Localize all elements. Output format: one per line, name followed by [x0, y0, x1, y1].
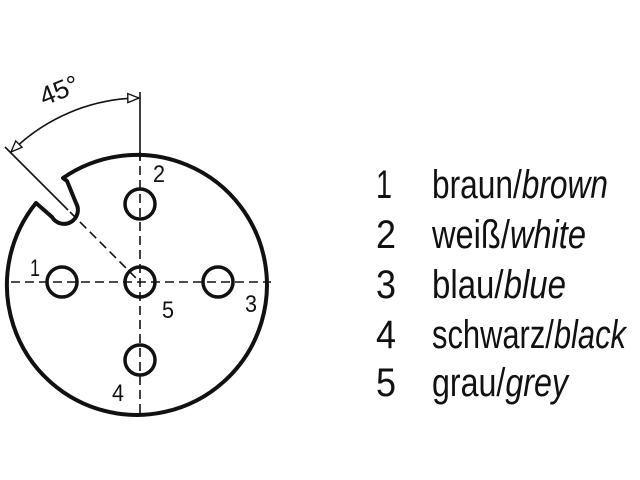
angle-label: 45° — [35, 69, 83, 112]
legend-row: 1 braun/brown — [376, 163, 608, 207]
legend-english: blue — [504, 263, 566, 307]
legend-text: weiß/white — [431, 213, 586, 257]
legend-row: 3 blau/blue — [376, 263, 566, 307]
legend-text: grau/grey — [432, 361, 570, 405]
pin-1 — [45, 265, 79, 299]
legend-row: 2 weiß/white — [376, 213, 586, 257]
legend-german: grau — [432, 361, 496, 405]
legend-pin: 1 — [376, 163, 392, 207]
legend-german: blau — [432, 263, 494, 307]
pin-label-5: 5 — [162, 297, 174, 324]
legend-row: 5 grau/grey — [376, 361, 570, 405]
legend-separator: / — [494, 263, 504, 307]
pin-label-1: 1 — [30, 255, 40, 282]
legend-german: schwarz — [432, 313, 545, 357]
color-legend: 1 braun/brown 2 weiß/white 3 blau/blue 4… — [376, 163, 628, 405]
legend-text: blau/blue — [432, 263, 566, 307]
legend-pin: 2 — [376, 213, 396, 257]
legend-pin: 4 — [376, 313, 396, 357]
pin-label-3: 3 — [245, 291, 257, 318]
keyway-center-line — [69, 211, 141, 283]
pin-label-2: 2 — [153, 161, 165, 188]
legend-text: schwarz/black — [432, 313, 628, 357]
connector-outline — [4, 152, 269, 417]
legend-separator: / — [513, 163, 522, 207]
keyway-leader-line — [4, 146, 69, 211]
legend-pin: 3 — [376, 263, 396, 307]
legend-separator: / — [545, 313, 554, 357]
legend-separator: / — [501, 213, 511, 257]
pin-3 — [201, 265, 235, 299]
legend-row: 4 schwarz/black — [376, 313, 628, 357]
legend-english: black — [554, 313, 628, 357]
legend-english: grey — [505, 361, 570, 405]
legend-text: braun/brown — [432, 163, 608, 207]
legend-pin: 5 — [376, 361, 396, 405]
legend-english: brown — [522, 163, 608, 207]
legend-separator: / — [496, 361, 506, 405]
pin-4 — [123, 343, 157, 377]
legend-english: white — [510, 213, 586, 257]
legend-german: weiß — [431, 213, 501, 257]
pin-label-4: 4 — [112, 380, 124, 407]
pin-5 — [123, 265, 157, 299]
legend-german: braun — [432, 163, 513, 207]
pin-2 — [123, 187, 157, 221]
angle-dimension-arc — [9, 92, 141, 154]
